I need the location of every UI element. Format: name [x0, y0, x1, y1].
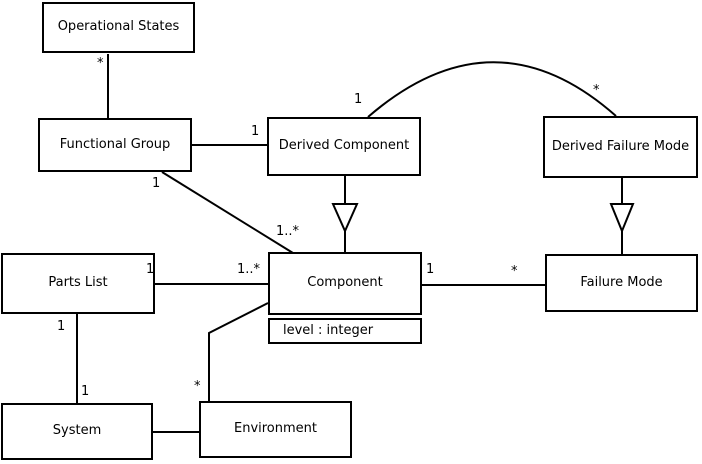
class-derived-component-label: Derived Component	[278, 138, 410, 154]
mult-derived-component-end-arc: 1	[354, 92, 363, 107]
class-failure-mode-label: Failure Mode	[580, 274, 663, 290]
class-component-attribute-level: level : integer	[283, 322, 374, 338]
class-system: System	[1, 403, 153, 460]
class-derived-failure-mode-label: Derived Failure Mode	[551, 138, 690, 154]
generalization-triangle-icon	[331, 203, 359, 234]
class-component-label: Component	[307, 275, 383, 291]
class-system-label: System	[52, 423, 102, 439]
mult-parts-list-end-to-system: 1	[57, 319, 66, 334]
class-failure-mode: Failure Mode	[545, 254, 698, 312]
class-operational-states: Operational States	[42, 2, 195, 53]
class-environment-label: Environment	[233, 421, 317, 437]
edge-derived-component-derived-failure-mode-arc	[367, 61, 617, 118]
mult-component-end-to-failure-mode: 1	[426, 262, 435, 277]
class-parts-list-label: Parts List	[48, 275, 108, 291]
class-component: Component	[268, 252, 422, 315]
class-derived-component: Derived Component	[267, 117, 421, 176]
mult-environment-end: *	[194, 379, 201, 394]
class-parts-list: Parts List	[1, 253, 155, 314]
mult-functional-group-end-diagonal: 1	[152, 176, 161, 191]
class-functional-group-label: Functional Group	[59, 136, 171, 152]
class-operational-states-label: Operational States	[57, 19, 180, 35]
edge-functional-group-component	[161, 171, 294, 254]
mult-parts-list-end: 1	[146, 262, 155, 277]
mult-failure-mode-end: *	[511, 264, 518, 279]
mult-system-end: 1	[81, 384, 90, 399]
mult-operational-states-end: *	[97, 56, 104, 71]
class-derived-failure-mode: Derived Failure Mode	[543, 116, 698, 178]
mult-derived-failure-mode-end-arc: *	[593, 83, 600, 98]
edge-derived-component-component-generalization	[331, 176, 359, 253]
class-component-attributes: level : integer	[268, 318, 422, 344]
mult-component-end-from-parts-list: 1..*	[237, 262, 261, 277]
mult-derived-component-end-from-functional-group: 1	[251, 124, 260, 139]
edge-component-environment	[208, 302, 269, 401]
generalization-triangle-icon	[609, 203, 635, 234]
class-functional-group: Functional Group	[38, 118, 192, 172]
edge-derived-failure-mode-failure-mode-generalization	[609, 178, 635, 254]
class-environment: Environment	[199, 401, 352, 458]
mult-component-end-diagonal: 1..*	[276, 224, 300, 239]
